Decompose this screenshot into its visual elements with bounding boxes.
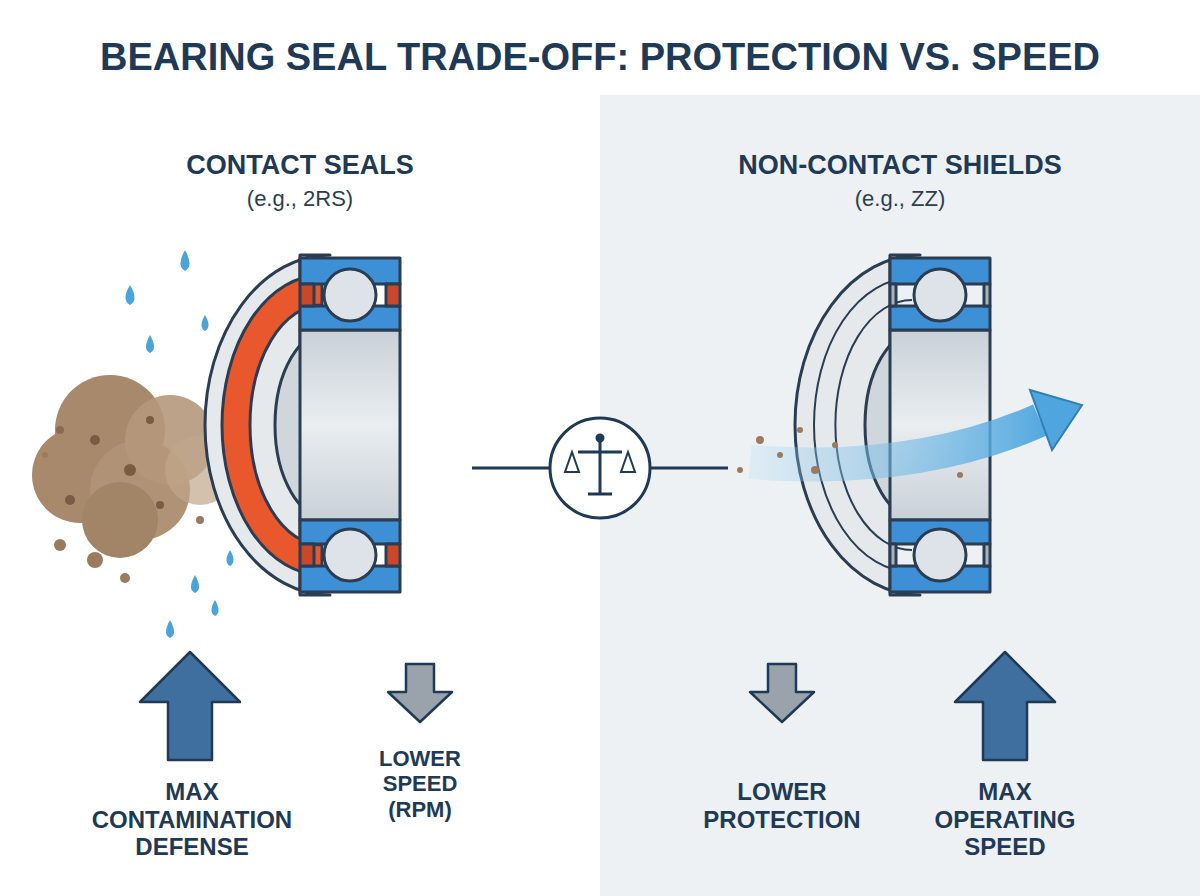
arrow-label: LOWER SPEED (RPM)	[355, 746, 485, 822]
balance-symbol	[472, 418, 728, 518]
indicator-arrows	[140, 652, 1055, 760]
arrow-label: LOWER PROTECTION	[682, 778, 882, 833]
shielded-bearing	[795, 255, 990, 595]
panel-ground	[600, 95, 1200, 896]
flow-arrow	[737, 390, 1082, 478]
arrow-label: MAX OPERATING SPEED	[910, 778, 1100, 861]
arrow-label: MAX CONTAMINATION DEFENSE	[62, 778, 322, 861]
sealed-bearing	[205, 255, 400, 595]
column-subheading: (e.g., ZZ)	[610, 186, 1190, 211]
title: BEARING SEAL TRADE-OFF: PROTECTION VS. S…	[20, 36, 1180, 80]
panel-band: NON-CONTACT SHIELDS (e.g., ZZ) LOWER PROTE…	[600, 95, 1200, 896]
column-heading: NON-CONTACT SHIELDS	[610, 150, 1190, 181]
column-subheading: (e.g., 2RS)	[20, 186, 580, 211]
column-heading: CONTACT SEALS	[20, 150, 580, 181]
